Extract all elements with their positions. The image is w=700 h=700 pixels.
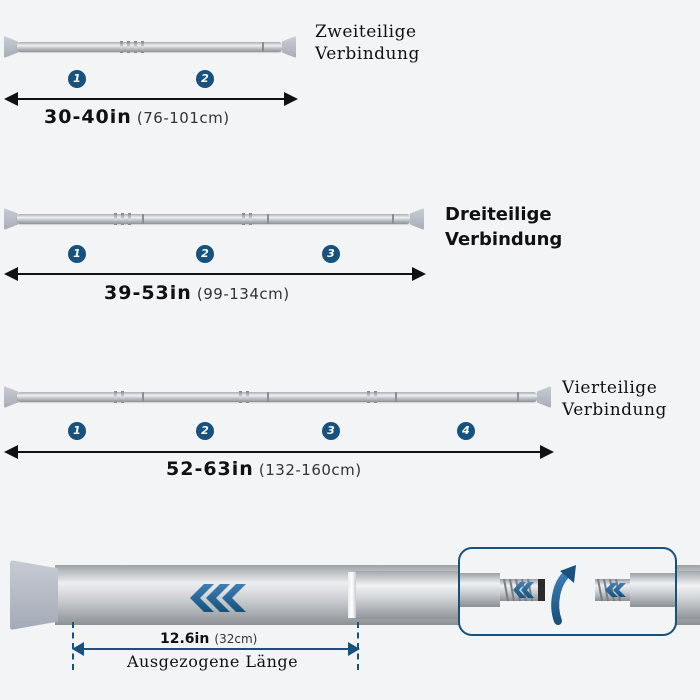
rod-end-cap-right: [410, 208, 424, 230]
segment-number: 3: [322, 422, 340, 440]
connection-detail-inset: [458, 547, 677, 636]
segment-number: 2: [196, 70, 214, 88]
rod-bar: [17, 213, 410, 225]
segment-number: 2: [196, 422, 214, 440]
connection-detail-illustration: [460, 565, 675, 625]
segment-number: 4: [457, 422, 475, 440]
segment-number: 3: [322, 245, 340, 263]
length-range: 39-53in (99-134cm): [104, 282, 290, 304]
rod-end-cap-left: [4, 386, 18, 408]
length-range: 52-63in (132-160cm): [166, 458, 362, 480]
segment-number: 1: [68, 70, 86, 88]
rod-bar: [17, 391, 537, 403]
rod-bar: [17, 41, 282, 53]
extension-length: 12.6in (32cm): [160, 631, 258, 647]
length-arrow: [4, 267, 426, 281]
rod-end-cap-right: [537, 386, 551, 408]
rod-closeup-end-cap: [10, 560, 58, 630]
segment-number: 1: [68, 245, 86, 263]
extension-caption: Ausgezogene Länge: [127, 652, 299, 671]
length-arrow: [4, 445, 554, 459]
length-arrow: [4, 92, 298, 106]
rod-end-cap-left: [4, 208, 18, 230]
rod-end-cap-left: [4, 36, 18, 58]
segment-number: 1: [68, 422, 86, 440]
extension-length-arrow: [72, 642, 360, 656]
rod-closeup-ring: [348, 572, 356, 618]
segment-number: 2: [196, 245, 214, 263]
length-range: 30-40in (76-101cm): [44, 106, 230, 128]
chevron-left-icon: [190, 584, 246, 612]
rod-end-cap-right: [282, 36, 296, 58]
